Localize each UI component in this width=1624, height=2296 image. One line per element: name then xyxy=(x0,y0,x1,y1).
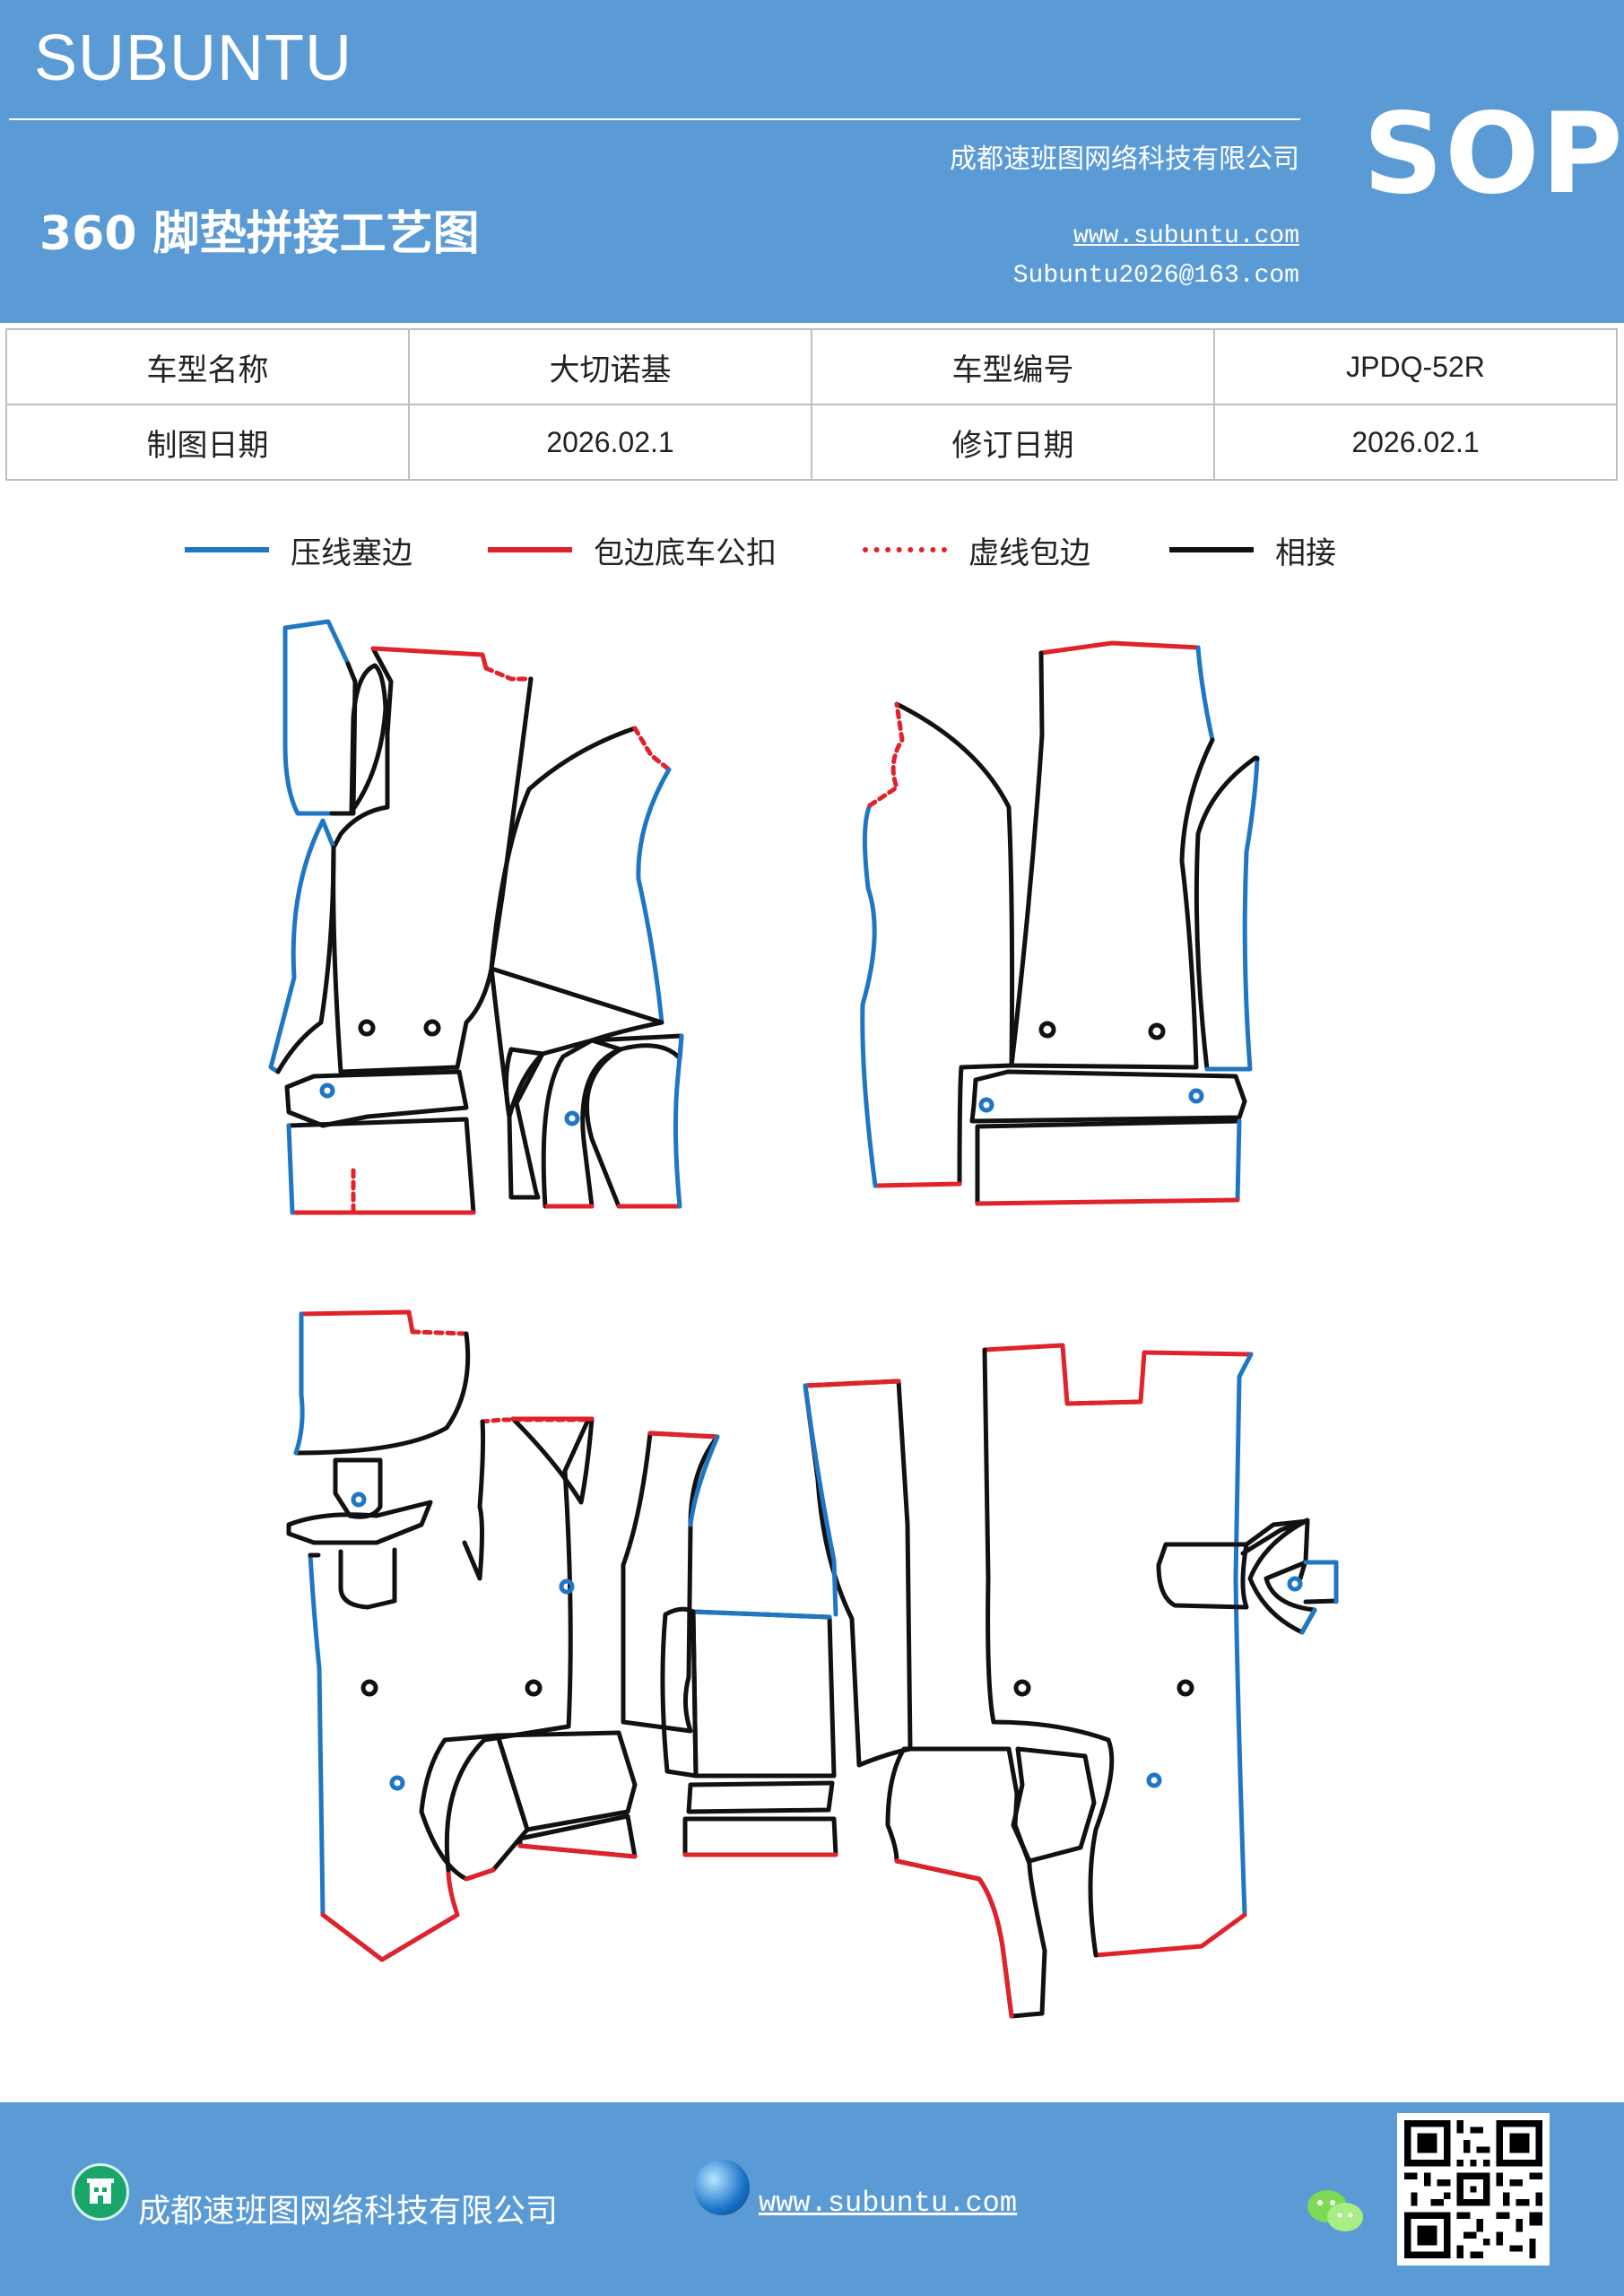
mat-piece-front-right-edge xyxy=(1194,755,1260,1072)
mat-piece-rear-right-main xyxy=(982,1343,1254,1958)
legend-item: 压线塞边 xyxy=(185,527,413,572)
snap-button xyxy=(351,1492,367,1508)
legend-item: 相接 xyxy=(1169,527,1336,572)
header-divider xyxy=(9,118,1300,120)
header-band: SUBUNTU 成都速班图网络科技有限公司 360 脚垫拼接工艺图 www.su… xyxy=(0,0,1624,323)
wechat-icon[interactable] xyxy=(1306,2187,1365,2237)
snap-button xyxy=(1287,1576,1303,1592)
mat-pieces-svg xyxy=(268,619,1339,2019)
legend-swatch-red-dashed xyxy=(863,547,947,552)
footer-website-link[interactable]: www.subuntu.com xyxy=(759,2187,1018,2220)
legend-label: 压线塞边 xyxy=(291,535,413,571)
sop-badge: SOP xyxy=(1363,90,1624,219)
table-cell-value: 2026.02.1 xyxy=(1213,404,1618,481)
mat-piece-front-left-side xyxy=(489,726,672,1119)
mat-piece-heel-strip-right xyxy=(969,1069,1247,1124)
snap-button xyxy=(1188,1088,1204,1104)
mat-piece-rear-center-tunnel xyxy=(660,1606,838,1857)
table-cell-value: 2026.02.1 xyxy=(408,404,812,481)
footer-company-name: 成都速班图网络科技有限公司 xyxy=(138,2193,559,2230)
mat-piece-tunnel-left xyxy=(503,1047,545,1200)
mat-piece-front-right-side xyxy=(860,701,1015,1188)
mat-piece-door-panel-left xyxy=(282,619,388,816)
legend-item: 包边底车公扣 xyxy=(488,527,777,572)
mat-piece-rear-left-strip xyxy=(621,1431,720,1734)
edge-legend: 压线塞边 包边底车公扣 虚线包边 相接 xyxy=(0,527,1624,572)
header-website-link[interactable]: www.subuntu.com xyxy=(1073,222,1299,250)
table-cell-label: 车型编号 xyxy=(811,328,1215,405)
table-row: 制图日期 2026.02.1 修订日期 2026.02.1 xyxy=(5,404,1618,481)
mat-piece-rear-right-rocker xyxy=(885,1746,1097,2019)
header-email[interactable]: Subuntu2026@163.com xyxy=(1012,262,1299,290)
legend-swatch-black-solid xyxy=(1169,547,1254,552)
mat-piece-rear-left-rocker xyxy=(419,1730,638,1882)
vehicle-info-table: 车型名称 大切诺基 车型编号 JPDQ-52R 制图日期 2026.02.1 修… xyxy=(5,328,1618,481)
building-icon xyxy=(72,2163,129,2221)
mat-piece-rear-left-panel xyxy=(286,1457,433,1610)
mat-piece-heel-strip-left xyxy=(284,1069,469,1128)
qr-code-pattern xyxy=(1404,2120,1542,2258)
mat-piece-rocker-left xyxy=(541,1033,684,1209)
fastener-hole xyxy=(1038,1021,1056,1039)
document-title: 360 脚垫拼接工艺图 xyxy=(39,207,480,261)
mat-piece-rear-right-tab xyxy=(1156,1518,1339,1635)
legend-label: 包边底车公扣 xyxy=(594,535,777,571)
building-icon-glyph xyxy=(87,2179,114,2204)
floor-mat-diagram xyxy=(0,574,1624,2063)
fastener-hole xyxy=(1148,1022,1166,1040)
mat-piece-front-left-lower xyxy=(286,1117,476,1215)
brand-logo-text: SUBUNTU xyxy=(34,22,353,94)
fastener-hole xyxy=(423,1019,441,1037)
globe-icon xyxy=(694,2160,750,2215)
table-row: 车型名称 大切诺基 车型编号 JPDQ-52R xyxy=(5,328,1618,405)
mat-piece-rear-left-triangle xyxy=(510,1416,595,1505)
fastener-hole xyxy=(525,1679,543,1697)
wechat-icon-glyph xyxy=(1307,2190,1363,2231)
fastener-hole xyxy=(1177,1679,1194,1697)
mat-piece-front-right-lower xyxy=(975,1118,1242,1206)
qr-code[interactable] xyxy=(1397,2113,1550,2266)
table-cell-value: 大切诺基 xyxy=(408,328,812,405)
table-cell-label: 车型名称 xyxy=(5,328,410,405)
snap-button xyxy=(564,1110,580,1126)
fastener-hole xyxy=(360,1679,378,1697)
mat-piece-rear-left-main xyxy=(293,1309,471,1456)
snap-button xyxy=(559,1578,575,1595)
legend-label: 相接 xyxy=(1275,535,1336,571)
legend-item: 虚线包边 xyxy=(863,527,1090,572)
fastener-hole xyxy=(358,1019,376,1037)
snap-button xyxy=(1146,1772,1162,1788)
table-cell-label: 修订日期 xyxy=(811,404,1215,481)
header-company-name: 成都速班图网络科技有限公司 xyxy=(950,144,1299,175)
snap-button xyxy=(319,1083,335,1099)
legend-label: 虚线包边 xyxy=(968,535,1090,571)
table-cell-label: 制图日期 xyxy=(5,404,410,481)
mat-piece-front-right-main xyxy=(1009,640,1215,1070)
legend-swatch-blue-solid xyxy=(185,547,269,552)
mat-piece-rear-center-right xyxy=(803,1378,913,1768)
snap-button xyxy=(978,1097,994,1113)
legend-swatch-red-solid xyxy=(488,547,572,552)
snap-button xyxy=(389,1775,405,1791)
fastener-hole xyxy=(1013,1679,1031,1697)
table-cell-value: JPDQ-52R xyxy=(1213,328,1618,405)
footer-band: 成都速班图网络科技有限公司 www.subuntu.com xyxy=(0,2102,1624,2296)
mat-piece-front-left-main xyxy=(268,646,534,1074)
